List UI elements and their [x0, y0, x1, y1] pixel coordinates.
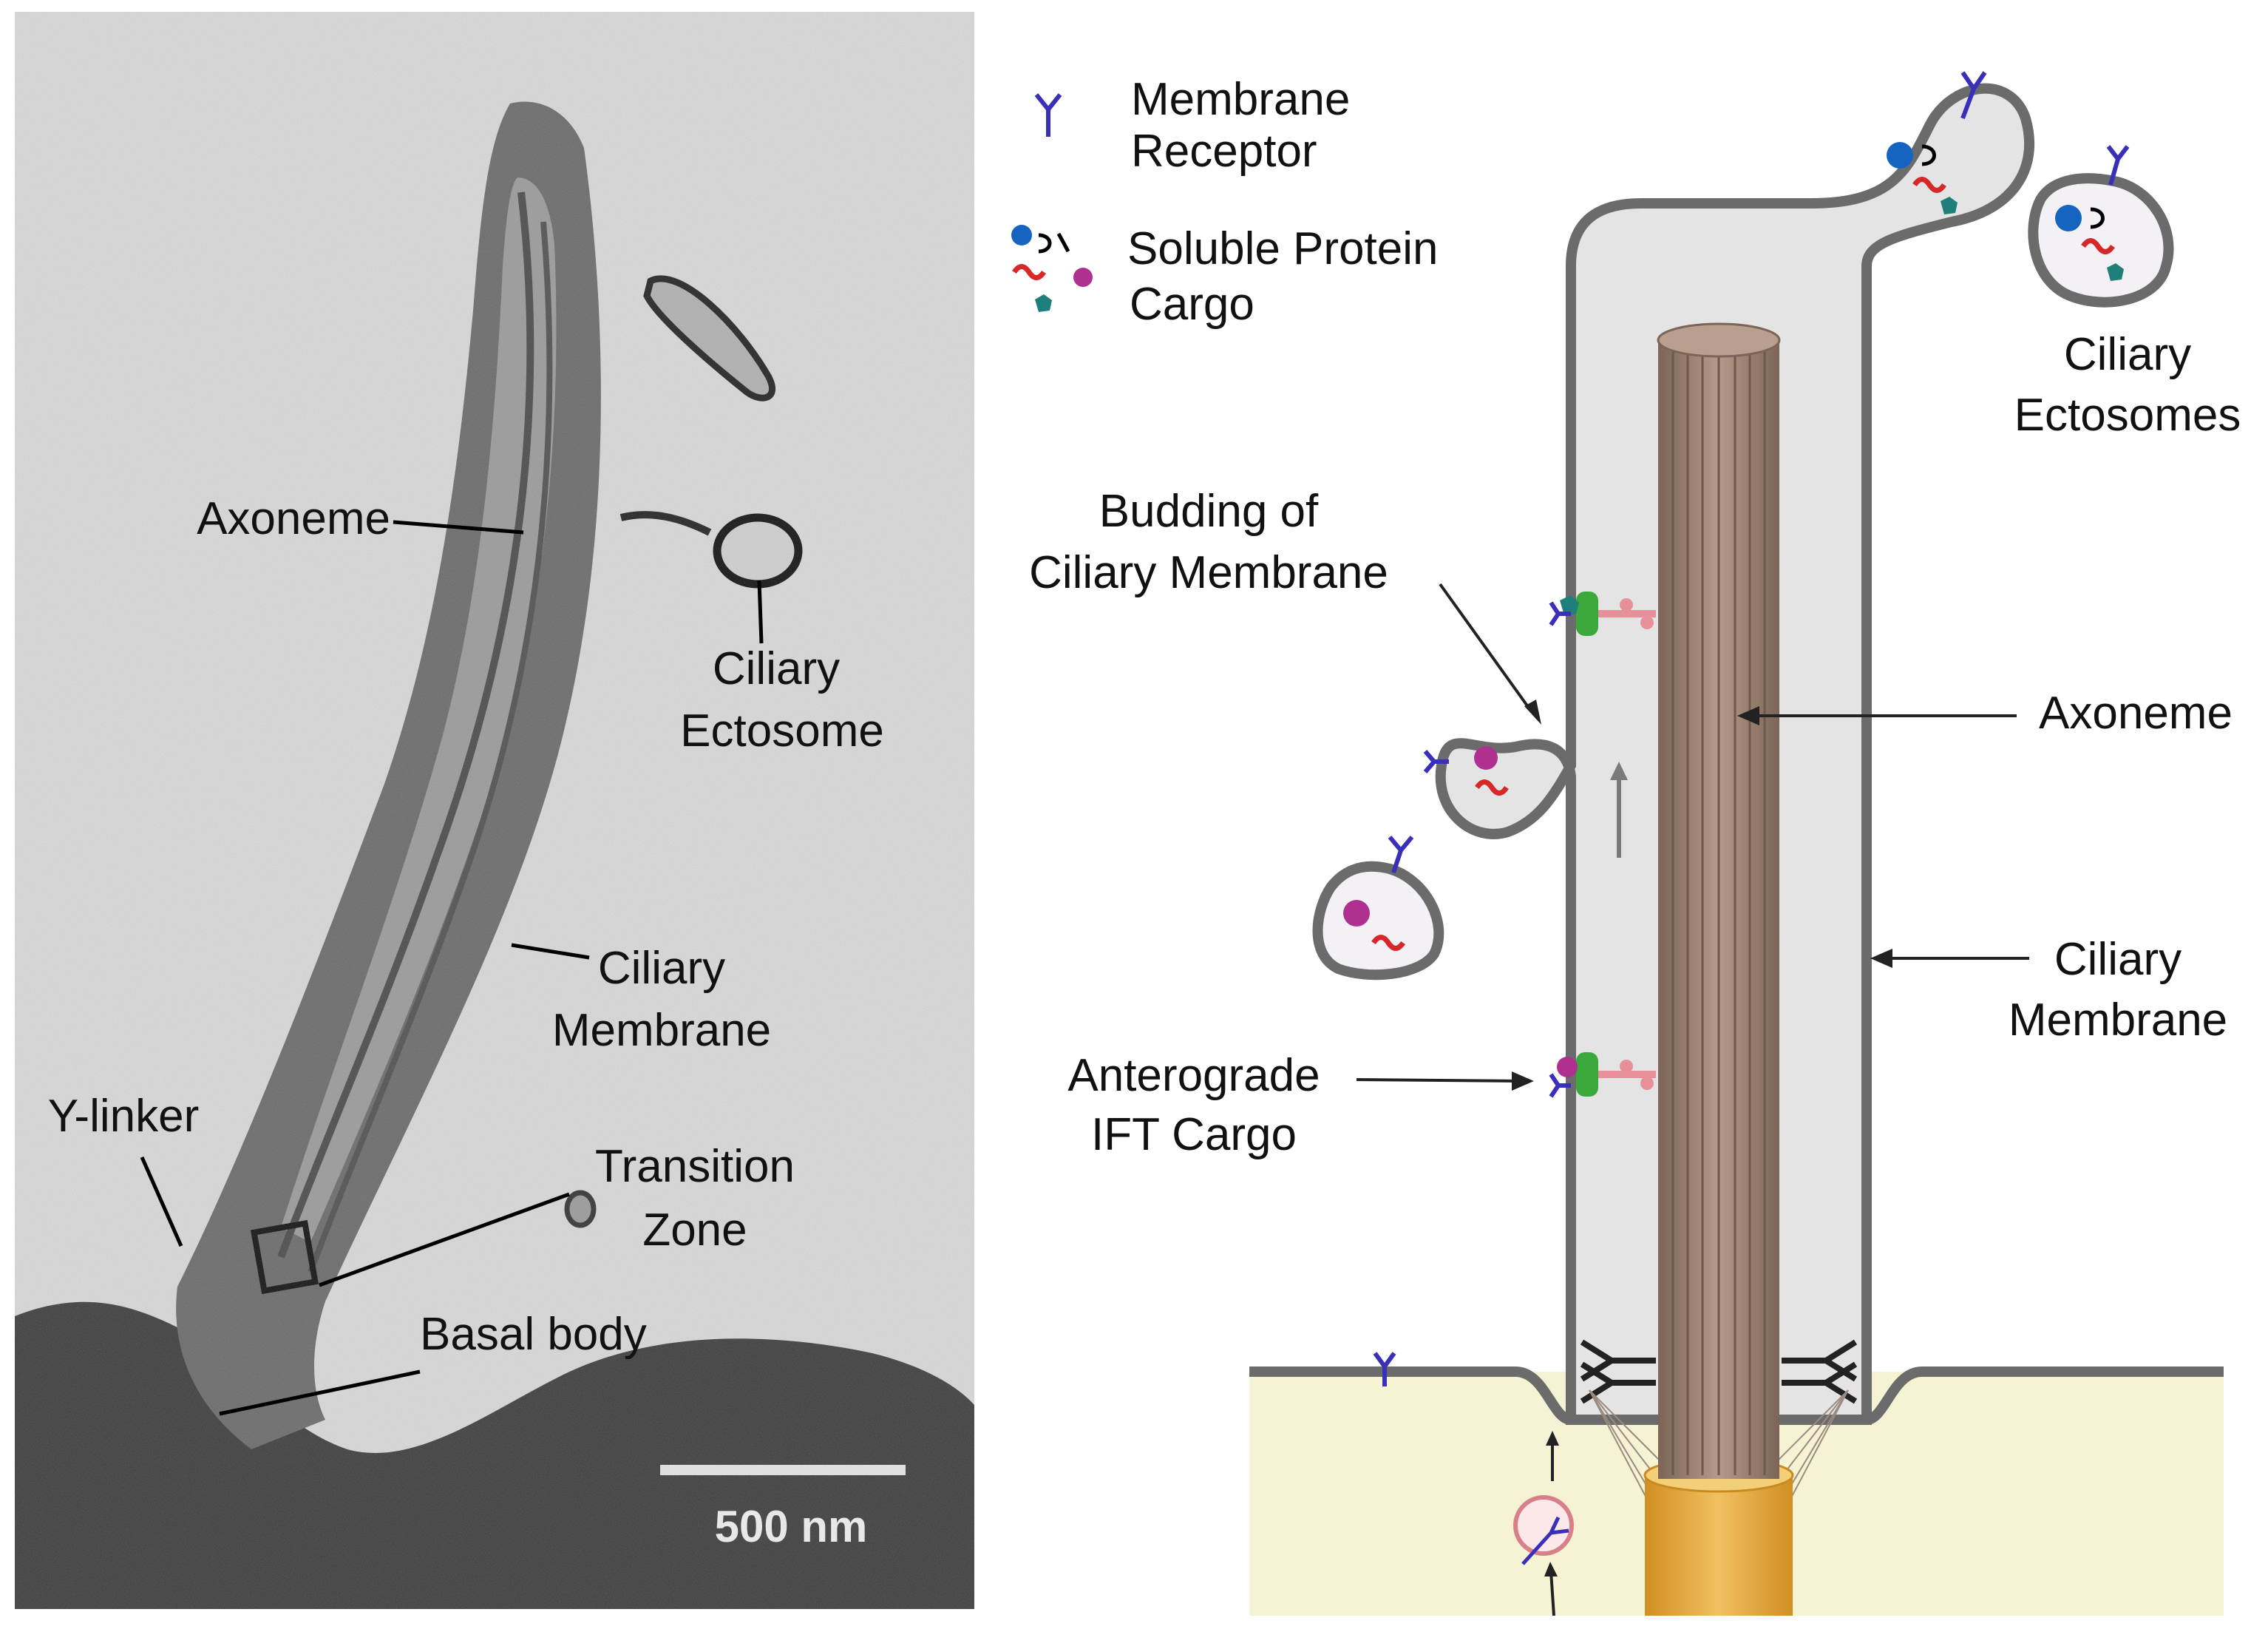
label-anterograde-line1: Anterograde	[1067, 1050, 1320, 1101]
arrowhead-anterograde	[1512, 1071, 1534, 1091]
cargo-red-tip	[1912, 177, 1946, 193]
leader-transition-zone	[319, 1192, 570, 1287]
cilium-schematic: Membrane Receptor Soluble Protein Cargo …	[1011, 71, 2241, 1616]
receptor-bud	[1423, 750, 1449, 773]
arrow-anterograde	[1356, 1078, 1520, 1083]
cargo-magenta-bud	[1474, 746, 1498, 770]
micrograph-label-ciliary-ectosome-line2: Ectosome	[680, 705, 884, 756]
scale-bar-label: 500 nm	[715, 1502, 868, 1551]
released-ectosome-lower	[1312, 836, 1444, 981]
micrograph-label-axoneme: Axoneme	[197, 493, 390, 544]
label-ciliary-ectosomes-line2: Ectosomes	[2014, 390, 2241, 441]
arrowhead-axoneme	[1737, 706, 1759, 725]
label-ciliary-membrane-line1: Ciliary	[2054, 934, 2182, 985]
micrograph-label-ciliary-membrane-line2: Membrane	[552, 1005, 771, 1056]
axoneme-tip	[1657, 322, 1781, 358]
arrowhead-budding	[1524, 700, 1541, 725]
leader-ciliary-ectosome	[757, 580, 764, 644]
label-axoneme: Axoneme	[2039, 688, 2233, 739]
leader-ciliary-membrane	[511, 943, 590, 960]
legend-cargo-line1: Soluble Protein	[1127, 223, 1439, 274]
y-linker-right	[1782, 1361, 1858, 1404]
y-linker-left	[1580, 1339, 1656, 1382]
receptor-plasma-membrane	[1373, 1352, 1396, 1386]
arrowhead-ciliary-membrane	[1870, 949, 1892, 968]
vesicle-arrowhead-down	[1544, 1562, 1558, 1576]
arrow-budding	[1439, 583, 1532, 711]
vesicle-arrow-down	[1549, 1571, 1555, 1616]
ift-complex-lower	[1549, 1052, 1656, 1098]
label-ciliary-membrane-line2: Membrane	[2009, 995, 2227, 1046]
cargo-blue-tip	[1887, 142, 1913, 169]
receptor-tip	[1960, 71, 1987, 120]
vesicle-arrowhead-up	[1546, 1431, 1559, 1446]
y-linker-right	[1782, 1339, 1858, 1382]
leader-basal-body	[219, 1369, 421, 1416]
basal-body	[1645, 1471, 1793, 1616]
released-ectosome-upper	[2028, 145, 2174, 308]
micrograph-label-transition-zone-line2: Zone	[642, 1205, 747, 1256]
cargo-teal-tip	[1941, 197, 1958, 214]
cargo-red-bud	[1475, 779, 1509, 796]
cargo-black-tip	[1921, 144, 1936, 166]
micrograph-label-transition-zone-line1: Transition	[595, 1141, 795, 1192]
micrograph-label-ciliary-membrane-line1: Ciliary	[598, 943, 725, 994]
leader-axoneme	[393, 520, 524, 535]
leader-y-linker	[140, 1156, 183, 1247]
ift-complex-upper	[1549, 592, 1656, 636]
label-budding-line2: Ciliary Membrane	[1029, 547, 1388, 598]
micrograph-label-y-linker: Y-linker	[48, 1091, 199, 1142]
label-budding-line1: Budding of	[1099, 486, 1319, 537]
axoneme-doublets	[1671, 348, 1766, 1475]
label-ciliary-ectosomes-line1: Ciliary	[2064, 329, 2191, 380]
legend-cargo-line2: Cargo	[1130, 279, 1254, 330]
legend-receptor-line2: Receptor	[1131, 126, 1317, 177]
electron-micrograph: Axoneme Ciliary Ectosome Ciliary Membran…	[15, 12, 974, 1609]
y-linker-left	[1580, 1361, 1656, 1404]
transport-up-arrowhead	[1610, 762, 1628, 780]
label-anterograde-line2: IFT Cargo	[1091, 1109, 1297, 1160]
endocytic-vesicle	[1513, 1495, 1574, 1565]
micrograph-grain	[15, 12, 974, 1609]
legend-receptor-icon	[1034, 93, 1062, 137]
legend-receptor-line1: Membrane	[1131, 74, 1350, 125]
micrograph-label-ciliary-ectosome-line1: Ciliary	[713, 643, 840, 694]
legend-cargo-icon	[1011, 225, 1093, 312]
micrograph-label-basal-body: Basal body	[420, 1309, 647, 1360]
